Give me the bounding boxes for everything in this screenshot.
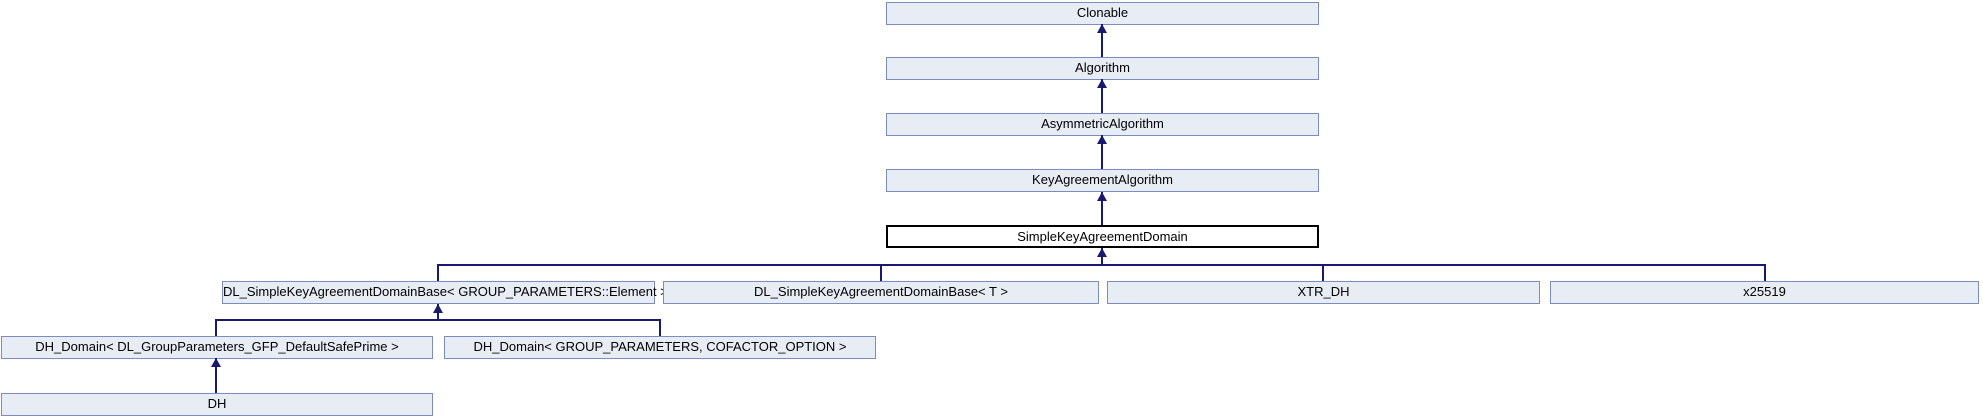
- edge-dh-to-dh-domain: [215, 358, 217, 393]
- arrowhead-simple-key-agreement-domain: [1097, 248, 1107, 257]
- class-node-key-agreement-algorithm[interactable]: KeyAgreementAlgorithm: [886, 169, 1319, 192]
- arrowhead-algorithm: [1097, 79, 1107, 88]
- edge-stub-xtr-dh: [1322, 264, 1324, 281]
- edge-bus-dh-domain: [215, 319, 661, 321]
- class-node-dh-domain-cofactor-option[interactable]: DH_Domain< GROUP_PARAMETERS, COFACTOR_OP…: [444, 336, 876, 359]
- edge-stub-dh-domain-cofactor-option: [659, 319, 661, 336]
- class-node-dl-simple-key-agreement-domain-base-element[interactable]: DL_SimpleKeyAgreementDomainBase< GROUP_P…: [222, 281, 668, 304]
- class-node-simple-key-agreement-domain-current: SimpleKeyAgreementDomain: [886, 225, 1319, 248]
- class-node-clonable[interactable]: Clonable: [886, 2, 1319, 25]
- arrowhead-key-agreement-algorithm: [1097, 192, 1107, 201]
- class-node-dl-simple-key-agreement-domain-base-t[interactable]: DL_SimpleKeyAgreementDomainBase< T >: [663, 281, 1099, 304]
- edge-asymmetric-algorithm-to-algorithm: [1101, 79, 1103, 113]
- class-node-algorithm[interactable]: Algorithm: [886, 57, 1319, 80]
- arrowhead-asymmetric-algorithm: [1097, 135, 1107, 144]
- class-node-dh[interactable]: DH: [1, 393, 433, 416]
- edge-key-agreement-algorithm-to-asymmetric-algorithm: [1101, 135, 1103, 169]
- edge-bus-subclasses: [437, 264, 1766, 266]
- edge-stub-dl-base-element: [437, 264, 439, 281]
- edge-stub-dl-base-t: [880, 264, 882, 281]
- arrowhead-dh-domain-default-safe-prime: [211, 358, 221, 367]
- class-node-dh-domain-default-safe-prime[interactable]: DH_Domain< DL_GroupParameters_GFP_Defaul…: [1, 336, 433, 359]
- edge-stub-dh-domain-default-safe-prime: [215, 319, 217, 336]
- class-node-asymmetric-algorithm[interactable]: AsymmetricAlgorithm: [886, 113, 1319, 136]
- arrowhead-clonable: [1097, 24, 1107, 33]
- arrowhead-dl-base-element: [433, 304, 443, 313]
- edge-simple-key-agreement-domain-to-key-agreement-algorithm: [1101, 192, 1103, 225]
- class-node-xtr-dh[interactable]: XTR_DH: [1107, 281, 1540, 304]
- edge-algorithm-to-clonable: [1101, 24, 1103, 57]
- class-node-x25519[interactable]: x25519: [1550, 281, 1979, 304]
- edge-stub-x25519: [1764, 264, 1766, 281]
